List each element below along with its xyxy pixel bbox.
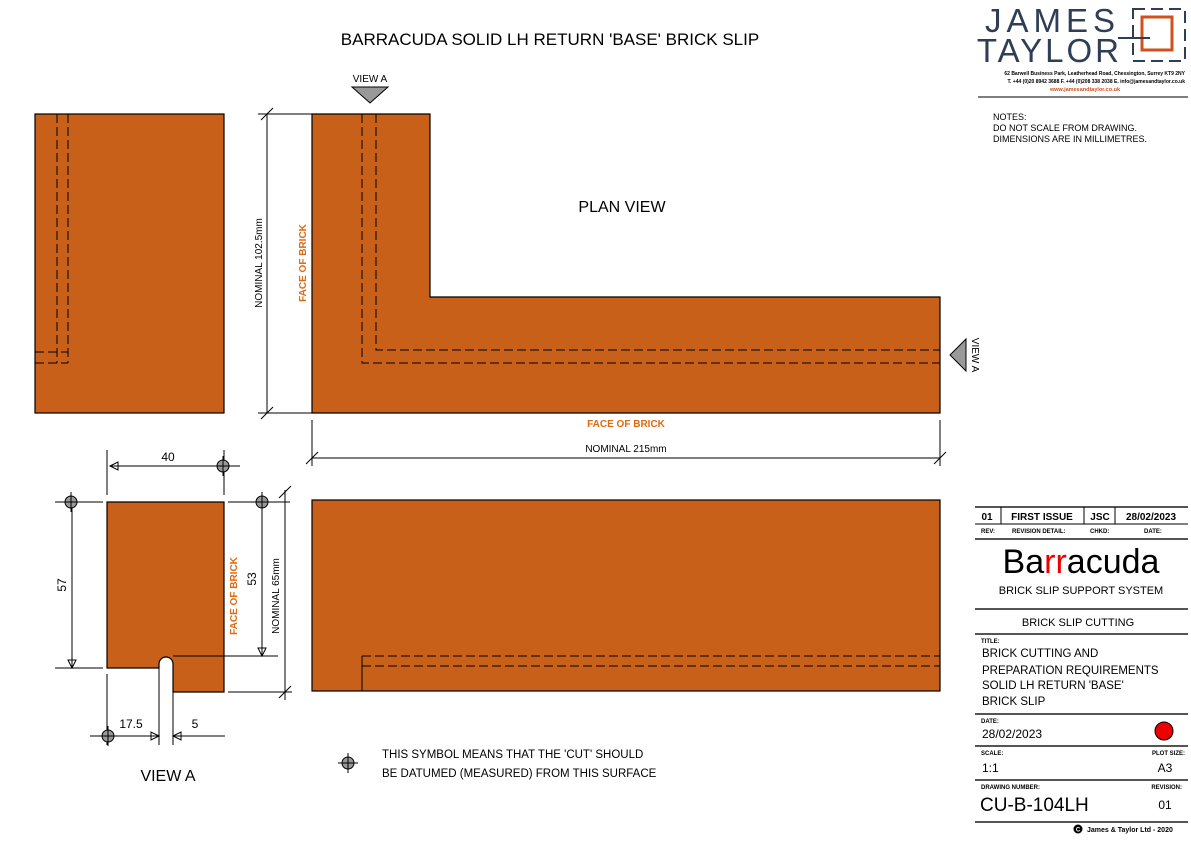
svg-text:TITLE:: TITLE:: [981, 639, 1000, 645]
logo-mark-icon: [1118, 8, 1186, 62]
svg-text:THIS SYMBOL MEANS THAT THE 'CU: THIS SYMBOL MEANS THAT THE 'CUT' SHOULD: [382, 749, 643, 761]
plan-view-label: PLAN VIEW: [578, 199, 666, 216]
view-a-label-side: VIEW A: [969, 338, 980, 373]
svg-text:DIMENSIONS ARE IN MILLIMETRES.: DIMENSIONS ARE IN MILLIMETRES.: [993, 134, 1147, 144]
end-elevation: [34, 113, 225, 414]
front-elevation: [311, 499, 941, 692]
svg-text:FACE OF BRICK: FACE OF BRICK: [587, 419, 666, 430]
view-a-label-top: VIEW A: [353, 74, 388, 85]
status-indicator-icon: [1154, 721, 1174, 741]
svg-text:NOTES:: NOTES:: [993, 112, 1027, 122]
svg-text:62 Barwell Business Park, Leat: 62 Barwell Business Park, Leatherhead Ro…: [1004, 71, 1185, 77]
svg-text:PREPARATION REQUIREMENTS: PREPARATION REQUIREMENTS: [982, 665, 1159, 677]
svg-text:28/02/2023: 28/02/2023: [982, 727, 1042, 741]
svg-text:NOMINAL 215mm: NOMINAL 215mm: [585, 444, 666, 455]
drawing-title: BARRACUDA SOLID LH RETURN 'BASE' BRICK S…: [341, 30, 759, 49]
svg-text:BRICK SLIP: BRICK SLIP: [982, 696, 1046, 708]
svg-text:BE DATUMED (MEASURED) FROM THI: BE DATUMED (MEASURED) FROM THIS SURFACE: [382, 768, 657, 780]
brand-name: Barracuda: [1003, 543, 1160, 581]
datum-symbol-icon: [337, 752, 359, 774]
svg-text:C: C: [1076, 828, 1081, 834]
svg-text:53: 53: [245, 572, 259, 586]
svg-text:SCALE:: SCALE:: [981, 751, 1003, 757]
plan-view: PLAN VIEW VIEW A VIEW A NOMINAL 102.5mm …: [254, 74, 980, 466]
view-a-section: 40 57 53 NOMINAL 65mm FACE OF BRICK 17.5…: [55, 450, 292, 785]
svg-text:REVISION DETAIL:: REVISION DETAIL:: [1012, 529, 1066, 535]
svg-text:JSC: JSC: [1090, 512, 1109, 523]
svg-text:BRICK CUTTING AND: BRICK CUTTING AND: [982, 648, 1098, 660]
svg-text:A3: A3: [1158, 761, 1173, 775]
svg-text:T. +44 (0)20 8942 3688 F. +4: T. +44 (0)20 8942 3688 F. +44 (0)208 338…: [1008, 79, 1186, 85]
svg-text:SOLID LH RETURN 'BASE': SOLID LH RETURN 'BASE': [982, 680, 1124, 692]
svg-text:PLOT SIZE:: PLOT SIZE:: [1152, 751, 1185, 757]
svg-text:TAYLOR: TAYLOR: [977, 32, 1122, 69]
title-block: 01 FIRST ISSUE JSC 28/02/2023 REV: REVIS…: [975, 506, 1188, 834]
svg-text:CHKD:: CHKD:: [1090, 529, 1109, 535]
svg-text:28/02/2023: 28/02/2023: [1126, 512, 1176, 523]
view-a-arrow-icon: [949, 337, 967, 373]
svg-text:FACE OF BRICK: FACE OF BRICK: [298, 223, 309, 302]
company-logo: JAMES TAYLOR 62 Barwell Business Park, L…: [977, 2, 1188, 98]
svg-text:www.jamesandtaylor.co.uk: www.jamesandtaylor.co.uk: [1049, 87, 1121, 93]
svg-text:57: 57: [55, 578, 69, 592]
svg-text:REV:: REV:: [981, 529, 995, 535]
svg-text:NOMINAL 65mm: NOMINAL 65mm: [271, 558, 282, 634]
svg-text:FACE OF BRICK: FACE OF BRICK: [229, 556, 240, 635]
svg-text:1:1: 1:1: [982, 761, 999, 775]
svg-text:DRAWING NUMBER:: DRAWING NUMBER:: [981, 785, 1040, 791]
svg-text:BRICK SLIP CUTTING: BRICK SLIP CUTTING: [1022, 617, 1134, 629]
svg-text:REVISION:: REVISION:: [1151, 785, 1182, 791]
datum-legend: THIS SYMBOL MEANS THAT THE 'CUT' SHOULD …: [337, 749, 657, 780]
svg-text:DATE:: DATE:: [981, 719, 999, 725]
notes: NOTES: DO NOT SCALE FROM DRAWING. DIMENS…: [993, 112, 1147, 144]
view-a-arrow-icon: [350, 86, 390, 104]
svg-text:JAMES: JAMES: [985, 2, 1120, 39]
svg-text:DO NOT SCALE FROM DRAWING.: DO NOT SCALE FROM DRAWING.: [993, 123, 1137, 133]
svg-text:NOMINAL 102.5mm: NOMINAL 102.5mm: [254, 218, 265, 308]
svg-text:James & Taylor Ltd - 2020: James & Taylor Ltd - 2020: [1087, 827, 1173, 834]
copyright-icon: [1073, 824, 1083, 834]
svg-text:01: 01: [1158, 798, 1172, 812]
svg-text:17.5: 17.5: [119, 717, 143, 731]
svg-text:CU-B-104LH: CU-B-104LH: [980, 795, 1089, 816]
svg-text:DATE:: DATE:: [1144, 529, 1162, 535]
svg-text:5: 5: [192, 717, 199, 731]
svg-text:01: 01: [981, 512, 993, 523]
svg-text:BRICK SLIP SUPPORT SYSTEM: BRICK SLIP SUPPORT SYSTEM: [999, 585, 1163, 597]
svg-text:40: 40: [161, 450, 175, 464]
view-a-title: VIEW A: [140, 768, 195, 785]
svg-text:FIRST ISSUE: FIRST ISSUE: [1011, 512, 1073, 523]
